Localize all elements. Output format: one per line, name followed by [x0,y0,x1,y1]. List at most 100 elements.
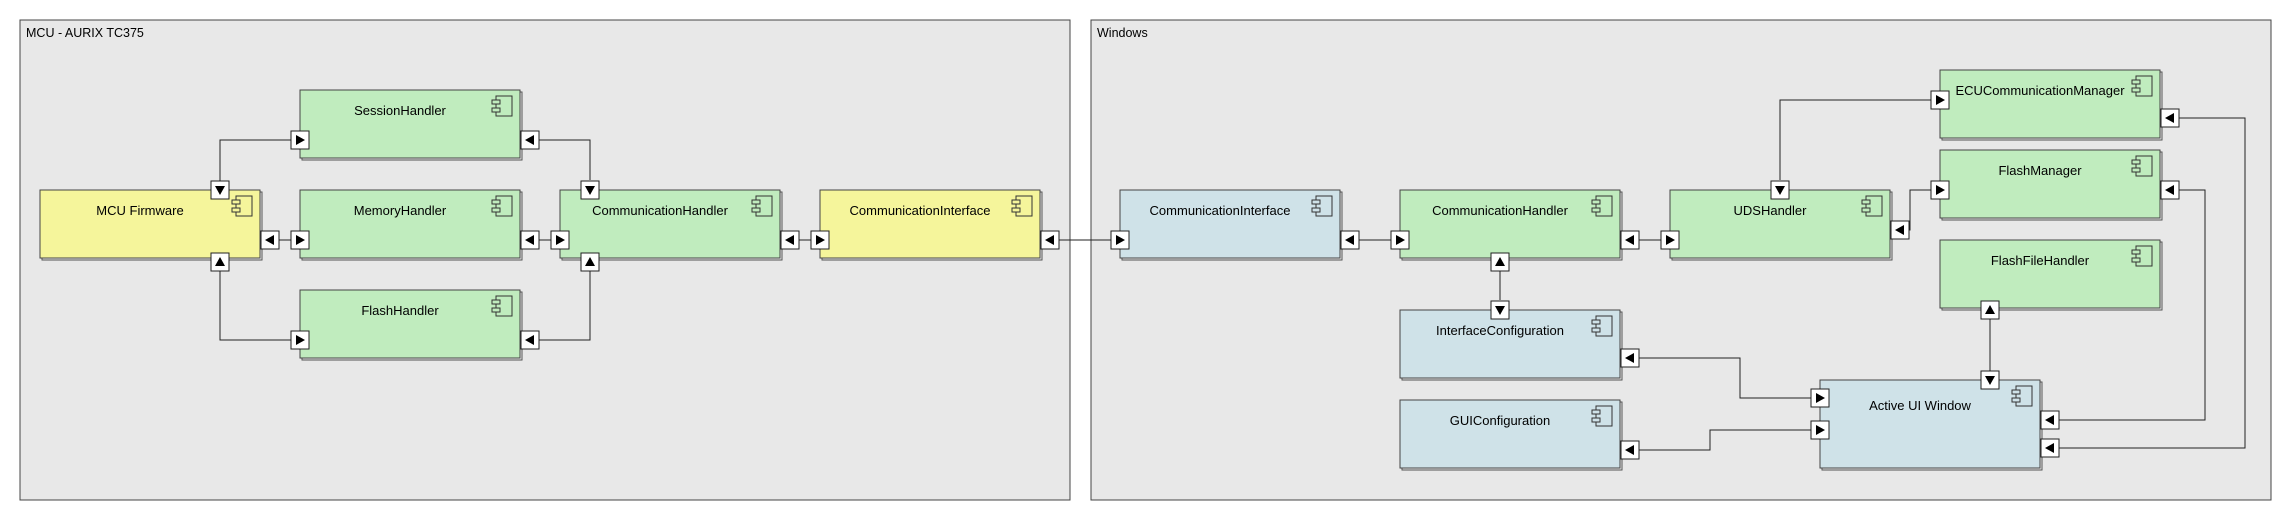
port [290,330,310,350]
component-label: UDSHandler [1734,203,1808,218]
port-arrow-icon [296,335,305,345]
component-ecucm[interactable]: ECUCommunicationManager [1939,69,2163,141]
component-guicfg[interactable]: GUIConfiguration [1399,399,1623,471]
component-label: MCU Firmware [96,203,183,218]
port [290,130,310,150]
component-ci_win[interactable]: CommunicationInterface [1119,189,1343,261]
component-icon [491,195,513,217]
port [1620,230,1640,250]
port [2040,410,2060,430]
port [1390,230,1410,250]
component-box [1669,189,1891,259]
component-memory[interactable]: MemoryHandler [299,189,523,261]
component-ifcfg[interactable]: InterfaceConfiguration [1399,309,1623,381]
port-arrow-icon [1816,425,1825,435]
port-arrow-icon [1495,306,1505,315]
component-label: InterfaceConfiguration [1436,323,1564,338]
port [1810,420,1830,440]
port [2160,108,2180,128]
port-arrow-icon [1936,95,1945,105]
component-session[interactable]: SessionHandler [299,89,523,161]
port [210,252,230,272]
port-arrow-icon [816,235,825,245]
port-arrow-icon [1816,393,1825,403]
port-arrow-icon [1775,186,1785,195]
port [1110,230,1130,250]
component-label: CommunicationInterface [1150,203,1291,218]
port-arrow-icon [296,235,305,245]
connector-line [219,262,300,341]
port-arrow-icon [1625,353,1634,363]
component-icon [1861,195,1883,217]
component-mcu_fw[interactable]: MCU Firmware [39,189,263,261]
component-box [1399,189,1621,259]
port [1770,180,1790,200]
port [1890,220,1910,240]
components: MCU FirmwareSessionHandlerMemoryHandlerF… [39,69,2163,471]
component-flashmgr[interactable]: FlashManager [1939,149,2163,221]
component-box [1939,239,2161,309]
port-arrow-icon [525,235,534,245]
port-arrow-icon [1116,235,1125,245]
port-arrow-icon [1666,235,1675,245]
port-arrow-icon [556,235,565,245]
connector-line [1630,429,1820,451]
port-arrow-icon [1625,445,1634,455]
component-flashh[interactable]: FlashHandler [299,289,523,361]
port [1620,348,1640,368]
port [520,230,540,250]
port-arrow-icon [525,335,534,345]
port [1930,180,1950,200]
port-arrow-icon [1985,305,1995,314]
component-icon [491,295,513,317]
component-icon [1311,195,1333,217]
component-label: MemoryHandler [354,203,447,218]
component-ci_mcu[interactable]: CommunicationInterface [819,189,1043,261]
component-label: Active UI Window [1869,398,1971,413]
component-label: FlashFileHandler [1991,253,2090,268]
component-aui[interactable]: Active UI Window [1819,379,2043,471]
component-icon [1591,405,1613,427]
component-icon [1591,315,1613,337]
port [2160,180,2180,200]
port-arrow-icon [2165,185,2174,195]
connectors [219,99,2246,451]
port-arrow-icon [785,235,794,245]
component-comm_win[interactable]: CommunicationHandler [1399,189,1623,261]
port-arrow-icon [296,135,305,145]
port [780,230,800,250]
component-label: CommunicationHandler [1432,203,1569,218]
frame-mcu-title: MCU - AURIX TC375 [26,26,144,40]
connector-line [530,139,591,180]
port [1930,90,1950,110]
port [1980,300,2000,320]
component-box [1399,309,1621,379]
port-arrow-icon [1936,185,1945,195]
port [1040,230,1060,250]
connector-line [1630,357,1820,399]
component-icon [2131,245,2153,267]
component-label: ECUCommunicationManager [1955,83,2125,98]
component-icon [2131,155,2153,177]
port-arrow-icon [2045,443,2054,453]
component-box [1399,399,1621,469]
port-arrow-icon [1895,225,1904,235]
component-ffh[interactable]: FlashFileHandler [1939,239,2163,311]
component-icon [491,95,513,117]
port-arrow-icon [1625,235,1634,245]
component-label: FlashHandler [361,303,439,318]
component-comm_mcu[interactable]: CommunicationHandler [559,189,783,261]
connector-line [530,262,591,341]
component-icon [751,195,773,217]
connector-line [2050,117,2246,449]
port-arrow-icon [1045,235,1054,245]
port-arrow-icon [215,186,225,195]
frame-windows-title: Windows [1097,26,1148,40]
component-uds[interactable]: UDSHandler [1669,189,1893,261]
port [520,330,540,350]
component-label: CommunicationHandler [592,203,729,218]
ports [210,90,2180,460]
port [1490,300,1510,320]
port [580,252,600,272]
